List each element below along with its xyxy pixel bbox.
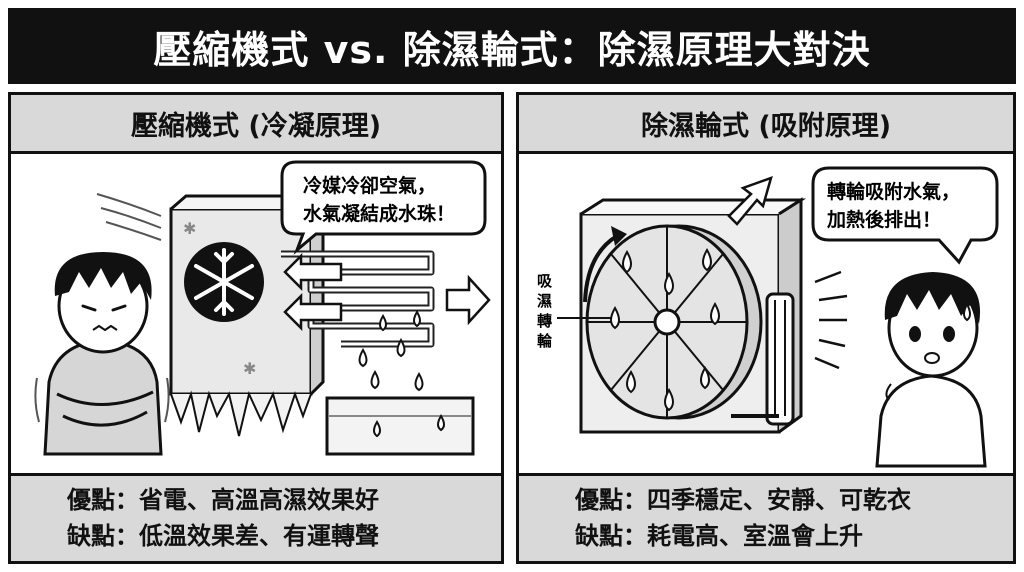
compressor-panel: 壓縮機式 (冷凝原理) ✱ ✱ [8,92,504,564]
page-title: 壓縮機式 vs. 除濕輪式：除濕原理大對決 [8,8,1016,84]
compressor-cons: 缺點：低溫效果差、有運轉聲 [67,518,501,554]
desiccant-summary: 優點：四季穩定、安靜、可乾衣 缺點：耗電高、室溫會上升 [519,473,1013,561]
desiccant-bubble-line1: 轉輪吸附水氣， [827,180,960,203]
desiccant-panel: 除濕輪式 (吸附原理) [516,92,1016,564]
water-tank [327,398,473,454]
svg-text:✱: ✱ [243,359,256,378]
compressor-speech-bubble: 冷媒冷卻空氣， 水氣凝結成水珠！ [282,162,485,250]
desiccant-cons: 缺點：耗電高、室溫會上升 [575,518,1013,554]
cold-wind-icon [97,194,161,240]
heat-waves-icon [815,272,847,368]
wheel-label-char-3: 轉 [537,312,552,330]
wheel-label-char-2: 濕 [537,292,552,310]
desiccant-bubble-line2: 加熱後排出！ [826,208,941,231]
airflow-out-arrow-icon [447,278,489,322]
compressor-heading: 壓縮機式 (冷凝原理) [11,95,501,154]
shivering-boy-figure [35,252,168,454]
compressor-bubble-line2: 水氣凝結成水珠！ [303,202,455,225]
compressor-summary: 優點：省電、高溫高濕效果好 缺點：低溫效果差、有運轉聲 [11,473,501,561]
wheel-label-char-4: 輪 [537,332,553,350]
desiccant-illustration: 吸 濕 轉 輪 轉輪吸附水氣， 加熱後排出！ [519,154,1013,474]
desiccant-speech-bubble: 轉輪吸附水氣， 加熱後排出！ [813,168,997,262]
sweating-boy-figure [877,272,985,466]
compressor-bubble-line1: 冷媒冷卻空氣， [303,174,436,197]
desiccant-pros: 優點：四季穩定、安靜、可乾衣 [575,482,1013,518]
compressor-illustration: ✱ ✱ [11,154,501,474]
desiccant-heading: 除濕輪式 (吸附原理) [519,95,1013,154]
svg-text:✱: ✱ [183,219,196,238]
snowflake-icon [184,242,264,322]
wheel-label-char-1: 吸 [537,272,553,290]
compressor-pros: 優點：省電、高溫高濕效果好 [67,482,501,518]
